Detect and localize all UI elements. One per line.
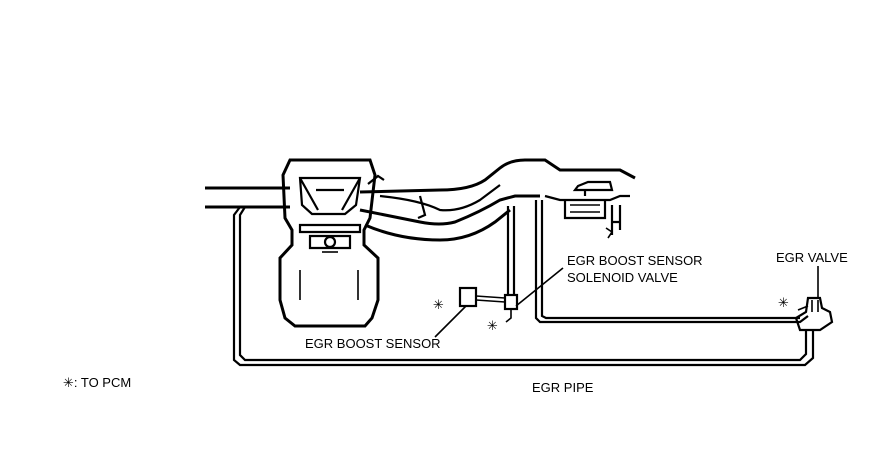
label-egr-boost-sensor-solenoid-line1: EGR BOOST SENSOR <box>567 253 703 268</box>
label-egr-boost-sensor: EGR BOOST SENSOR <box>305 336 441 351</box>
label-egr-pipe: EGR PIPE <box>532 380 594 395</box>
egr-pipe <box>232 206 815 367</box>
pcm-marker-solenoid-valve: ✳ <box>487 318 498 333</box>
legend-to-pcm: ✳: TO PCM <box>63 375 131 390</box>
egr-valve <box>794 296 834 332</box>
pcm-marker-boost-sensor: ✳ <box>433 297 444 312</box>
leader-lines <box>434 266 819 338</box>
egr-vacuum-line <box>534 200 809 324</box>
label-egr-valve: EGR VALVE <box>776 250 848 265</box>
egr-boost-sensor-solenoid-valve <box>503 206 519 323</box>
engine-block <box>278 158 385 328</box>
label-egr-boost-sensor-solenoid-line2: SOLENOID VALVE <box>567 270 678 285</box>
pcm-marker-egr-valve: ✳ <box>778 295 789 310</box>
intake-manifold <box>205 158 636 242</box>
egr-boost-sensor <box>458 286 506 308</box>
throttle-actuator <box>563 200 622 239</box>
